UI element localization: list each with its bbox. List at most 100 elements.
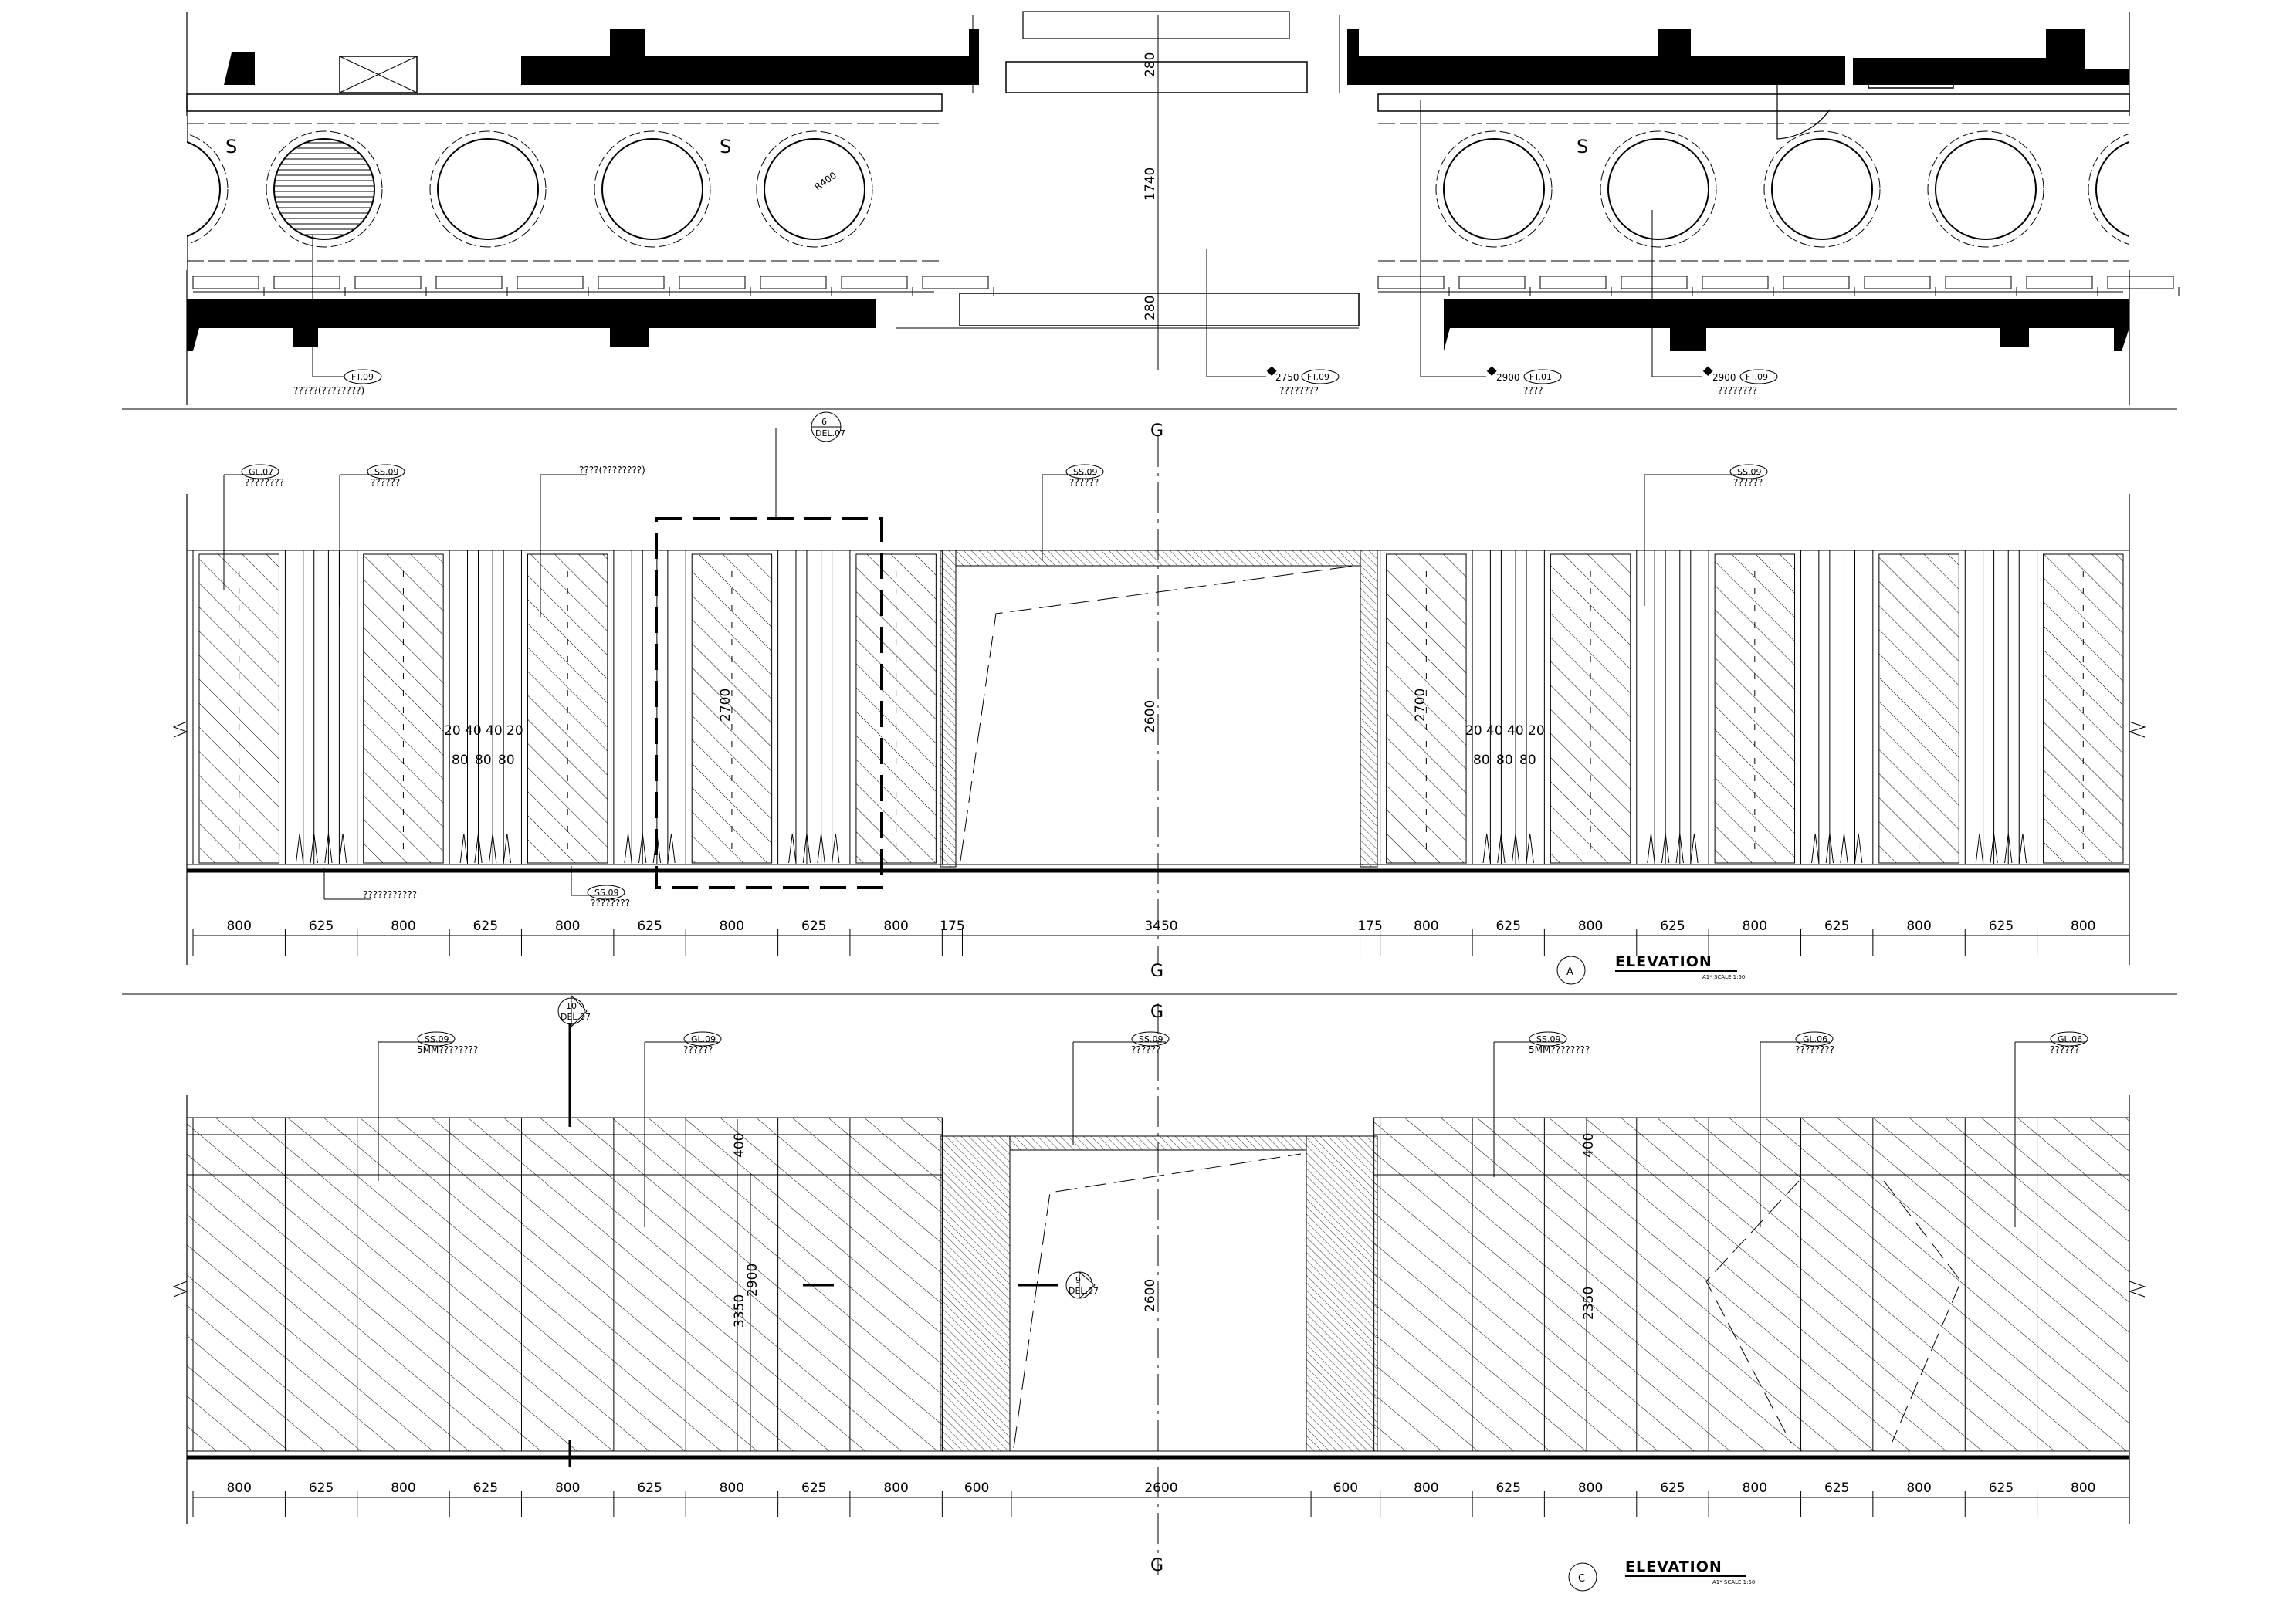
callout-text: ??????: [2050, 1044, 2079, 1055]
plan-note: FT.09 ?????(????????): [293, 235, 382, 396]
dim-label: 600: [1333, 1480, 1358, 1496]
dim-label: 800: [2071, 919, 2095, 934]
svg-text:FT.01: FT.01: [1529, 372, 1552, 382]
base-detail: [1854, 833, 1863, 864]
svg-text:10: 10: [566, 1001, 577, 1011]
tag-text: SS.09: [1737, 467, 1761, 477]
svg-text:6: 6: [821, 417, 827, 427]
dim-label: 80: [452, 753, 469, 768]
callout-text: ??????: [1069, 477, 1099, 488]
panel-height: 2350: [1581, 1287, 1597, 1320]
base-detail: [310, 833, 318, 864]
grille: [1621, 276, 1688, 289]
base-detail: [1661, 833, 1670, 864]
svg-text:????: ????: [1523, 385, 1543, 396]
axis-label: G: [1150, 421, 1163, 441]
dim-label: 80: [1496, 753, 1513, 768]
wall: [1876, 62, 1946, 85]
dim-label: 175: [1357, 919, 1382, 934]
door-height: 2600: [1143, 700, 1158, 733]
svg-text:⯁: ⯁: [1266, 364, 1277, 381]
axis-label: G: [1150, 962, 1163, 981]
dim-label: 800: [1743, 1480, 1767, 1496]
dim-label: 625: [637, 919, 662, 934]
grille: [354, 276, 422, 289]
dim-label: 80: [1519, 753, 1536, 768]
callout-text: ????????: [245, 477, 284, 488]
column-outline: [1763, 130, 1881, 248]
dim-label: 800: [555, 919, 580, 934]
panel-height: 2700: [718, 689, 733, 722]
tag-text: GL.07: [249, 467, 273, 477]
dim-label: 625: [1989, 919, 2014, 934]
grille: [760, 276, 827, 289]
mask: [2129, 116, 2293, 270]
door-header: [1005, 61, 1308, 93]
svg-text:A: A: [1566, 966, 1573, 978]
tag-text: GL.06: [1803, 1034, 1827, 1044]
tag-text: GL.09: [691, 1034, 716, 1044]
wall: [187, 299, 876, 351]
wall: [1347, 29, 1845, 85]
base-detail: [338, 833, 347, 864]
svg-text:A1* SCALE 1:50: A1* SCALE 1:50: [1712, 1579, 1755, 1585]
callout-text: ????????: [1795, 1044, 1834, 1055]
dim-middle: 1740: [1143, 167, 1158, 201]
dim-label: 800: [555, 1480, 580, 1496]
wall: [1853, 29, 2129, 85]
wall: [187, 29, 979, 85]
plan-note: ⯁ 2900 FT.09 ????????: [1651, 210, 1778, 396]
svg-text:?????(????????): ?????(????????): [293, 385, 364, 396]
round-column: [1771, 138, 1873, 240]
svg-text:FT.09: FT.09: [351, 372, 374, 382]
dim-label: 800: [2071, 1480, 2095, 1496]
callout-text: 5MM????????: [1529, 1044, 1590, 1055]
round-column: [1443, 138, 1545, 240]
round-column: [1935, 138, 2037, 240]
grille: [2107, 276, 2174, 289]
door-header: [959, 293, 1360, 326]
round-column: [601, 138, 703, 240]
grille: [1539, 276, 1607, 289]
base-detail: [624, 833, 632, 864]
dim-label: 625: [801, 919, 826, 934]
tag-bubble: [2050, 1031, 2088, 1047]
base-detail: [1482, 833, 1491, 864]
round-column: [273, 138, 375, 240]
dim-label: 800: [720, 1480, 744, 1496]
tag-bubble: [587, 885, 625, 900]
grille: [2026, 276, 2093, 289]
round-column: [764, 138, 865, 240]
base-detail: [638, 833, 647, 864]
base-detail: [1811, 833, 1820, 864]
decor-dash: [1705, 1180, 1962, 1444]
base-detail: [459, 833, 468, 864]
callout-text: ??????: [1131, 1044, 1160, 1055]
tag-text: SS.09: [374, 467, 398, 477]
dim-label: 800: [883, 919, 908, 934]
callout-text: ??????: [371, 477, 400, 488]
tag-bubble: [683, 1031, 722, 1047]
dim-label: 625: [1495, 919, 1520, 934]
grille: [841, 276, 908, 289]
panel-height: 2700: [1413, 689, 1428, 722]
elevation-title: ELEVATION: [1625, 1558, 1722, 1575]
base-detail: [1690, 833, 1699, 864]
dim-label: 800: [883, 1480, 908, 1496]
grille: [1783, 276, 1850, 289]
callout-text: ????(????????): [579, 465, 645, 475]
dim-label: 800: [1578, 919, 1603, 934]
dim-label: 625: [1660, 1480, 1685, 1496]
tag-text: GL.06: [2058, 1034, 2082, 1044]
svg-text:DEL.07: DEL.07: [561, 1012, 591, 1022]
callout-text: ???????????: [363, 889, 417, 900]
dim-top: 280: [1143, 52, 1158, 77]
floor-plan: 280 1740 280 R400 S S S FT.09 ?????(????…: [0, 11, 2293, 405]
dim-label: 625: [473, 919, 498, 934]
tag-bubble: [241, 464, 279, 479]
callout-text: ??????: [683, 1044, 713, 1055]
base-detail: [1497, 833, 1506, 864]
axis-label: G: [1150, 1556, 1163, 1575]
svg-text:????????: ????????: [1718, 385, 1757, 396]
